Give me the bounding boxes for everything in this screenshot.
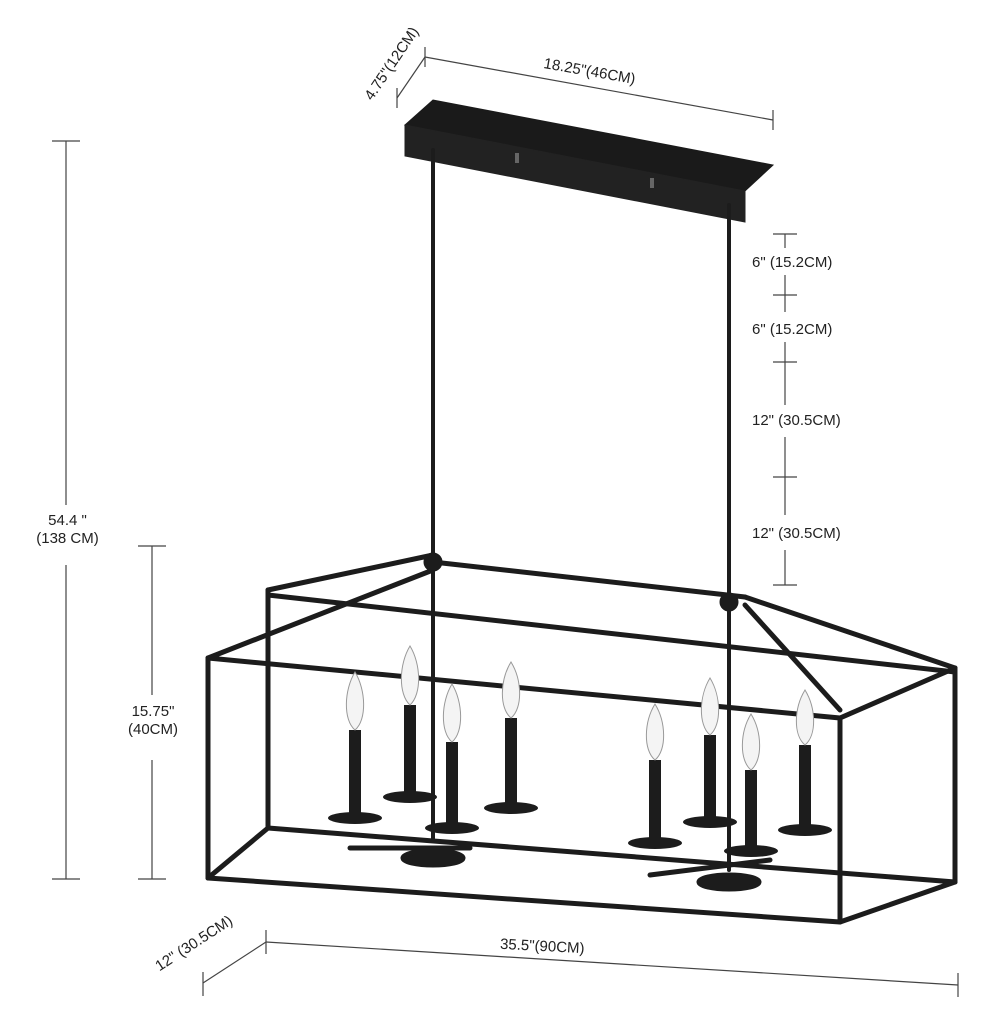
rod-segment-4: 12" (30.5CM) [752,525,841,542]
rod-segment-1: 6" (15.2CM) [752,254,833,271]
rod-segment-2: 6" (15.2CM) [752,321,833,338]
overall-height-cm: (138 CM) [36,530,99,547]
candles [328,645,832,857]
body-height-cm: (40CM) [127,721,178,738]
fixture [205,99,958,925]
overall-height-inches: 54.4 " [48,512,87,529]
dimension-lines [52,47,959,997]
body-height-inches: 15.75" [131,703,175,720]
overall-height-label: 54.4 " (138 CM) [20,512,115,548]
rod-segment-3: 12" (30.5CM) [752,412,841,429]
body-height-label: 15.75" (40CM) [112,703,194,739]
